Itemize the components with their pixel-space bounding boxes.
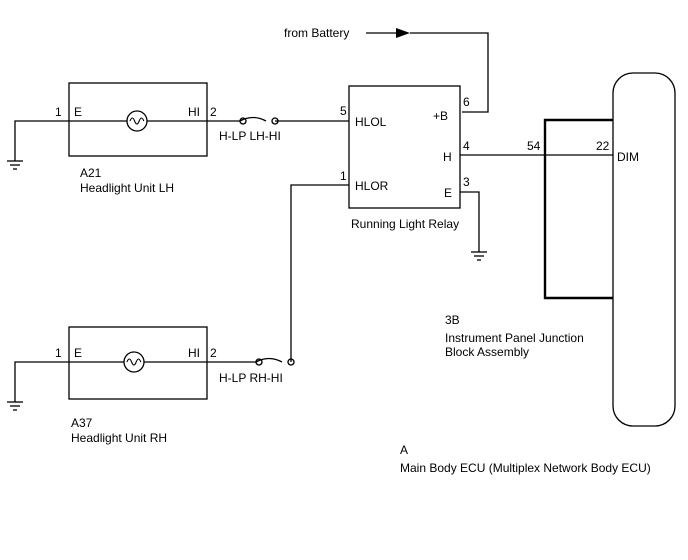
headlight-lh-name: Headlight Unit LH [80,181,174,195]
headlight-lh-pin-e-label: E [74,105,82,119]
relay-hlol-label: HLOL [355,115,387,129]
relay-e-pin-number: 3 [463,175,470,189]
ground-icon [471,251,487,261]
headlight-rh-pin-e-number: 1 [55,346,62,360]
headlight-lh-ground-wire [14,120,69,161]
junction-block-code: 3B [445,313,460,327]
h-lp-lh-hi-label: H-LP LH-HI [219,129,281,143]
battery-arrow-head [396,28,410,38]
junction-block-name-line2: Block Assembly [445,345,529,359]
headlight-lh-pin-e-number: 1 [55,105,62,119]
main-ecu-pin-number: 22 [596,139,610,153]
headlight-rh-pin-hi-label: HI [188,346,200,360]
relay-hlor-label: HLOR [355,179,389,193]
relay-e-label: E [444,186,452,200]
relay-hlor-pin-number: 1 [340,169,347,183]
junction-block-pin-number: 54 [527,139,541,153]
main-ecu-name: Main Body ECU (Multiplex Network Body EC… [400,461,651,475]
headlight-rh-name: Headlight Unit RH [71,431,167,445]
h-lp-rh-hi-connector [255,357,295,366]
headlight-lh-pin-hi-number: 2 [210,105,217,119]
headlight-rh-pin-e-label: E [74,346,82,360]
headlight-rh-bulb-icon [123,351,145,373]
battery-feed-wire [410,32,489,113]
headlight-lh-pin-hi-label: HI [188,105,200,119]
relay-b-pin-number: 6 [463,95,470,109]
headlight-rh-code: A37 [71,416,93,430]
relay-h-label: H [443,150,452,164]
h-lp-rh-hi-label: H-LP RH-HI [219,371,283,385]
relay-b-label: +B [433,109,448,123]
running-light-relay-name: Running Light Relay [351,217,459,231]
main-ecu-code: A [400,443,408,457]
junction-block-name-line1: Instrument Panel Junction [445,331,584,345]
relay-hlol-pin-number: 5 [340,104,347,118]
h-lp-lh-hi-connector [239,116,279,125]
relay-ground-wire [460,191,480,252]
main-ecu-pin-label: DIM [617,150,639,164]
junction-block-outline [543,118,613,300]
h-lp-rh-hi-wire-b [290,184,349,362]
headlight-rh-ground-wire [14,361,69,402]
headlight-lh-code: A21 [80,166,102,180]
running-light-relay-box [348,85,461,209]
ground-icon [7,160,23,170]
headlight-rh-pin-hi-number: 2 [210,346,217,360]
from-battery-label: from Battery [284,26,349,40]
ground-icon [7,401,23,411]
relay-h-pin-number: 4 [463,139,470,153]
headlight-lh-bulb-icon [126,110,148,132]
main-body-ecu-box [612,72,676,427]
